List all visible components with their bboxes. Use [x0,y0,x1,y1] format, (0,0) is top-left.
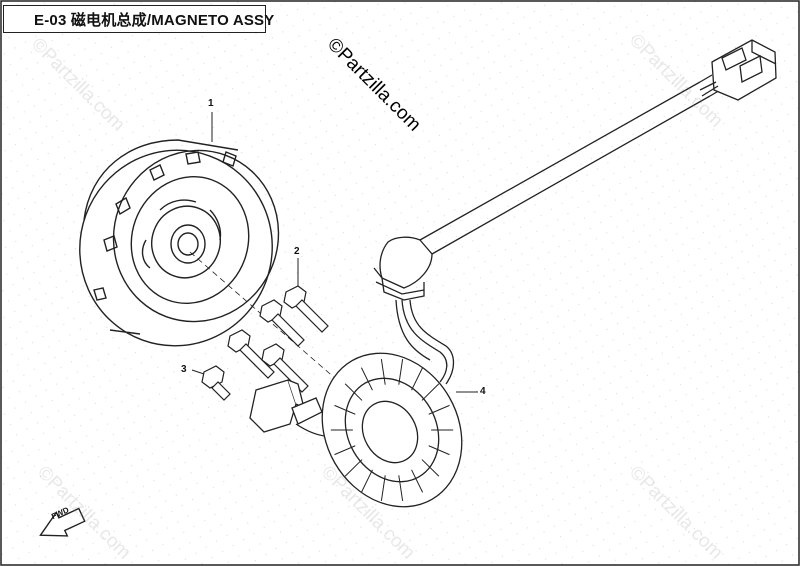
stator-tooth [344,459,363,477]
bolt-set-upper [259,258,329,347]
page-title: E-03 磁电机总成/MAGNETO ASSY [34,11,275,29]
forward-arrow-icon [39,507,86,537]
callout-1: 1 [208,98,214,109]
stator-tooth [421,459,440,477]
callout-3: 3 [181,364,187,375]
stator-tooth [411,469,424,493]
bolt-set-middle [227,329,309,393]
title-box: E-03 磁电机总成/MAGNETO ASSY [3,5,274,33]
stator-tooth [421,383,440,401]
wiring-harness [373,39,777,385]
flywheel [79,112,361,401]
stator-tooth [380,359,386,385]
stator-tooth [344,383,363,401]
stator-tooth [428,445,450,456]
stator-tooth [380,475,386,501]
stator-tooth [334,404,356,415]
stator-tooth [360,469,373,493]
stator-tooth [360,367,373,391]
stator-tooth [398,359,404,385]
stator-tooth [334,445,356,456]
stator-tooth [428,404,450,415]
bolt-lower [191,365,231,401]
callout-4: 4 [480,386,486,397]
stator-tooth [411,367,424,391]
stator [321,352,478,508]
stator-tooth [398,475,404,501]
callout-2: 2 [294,246,300,257]
pickup-sensor [249,379,353,437]
